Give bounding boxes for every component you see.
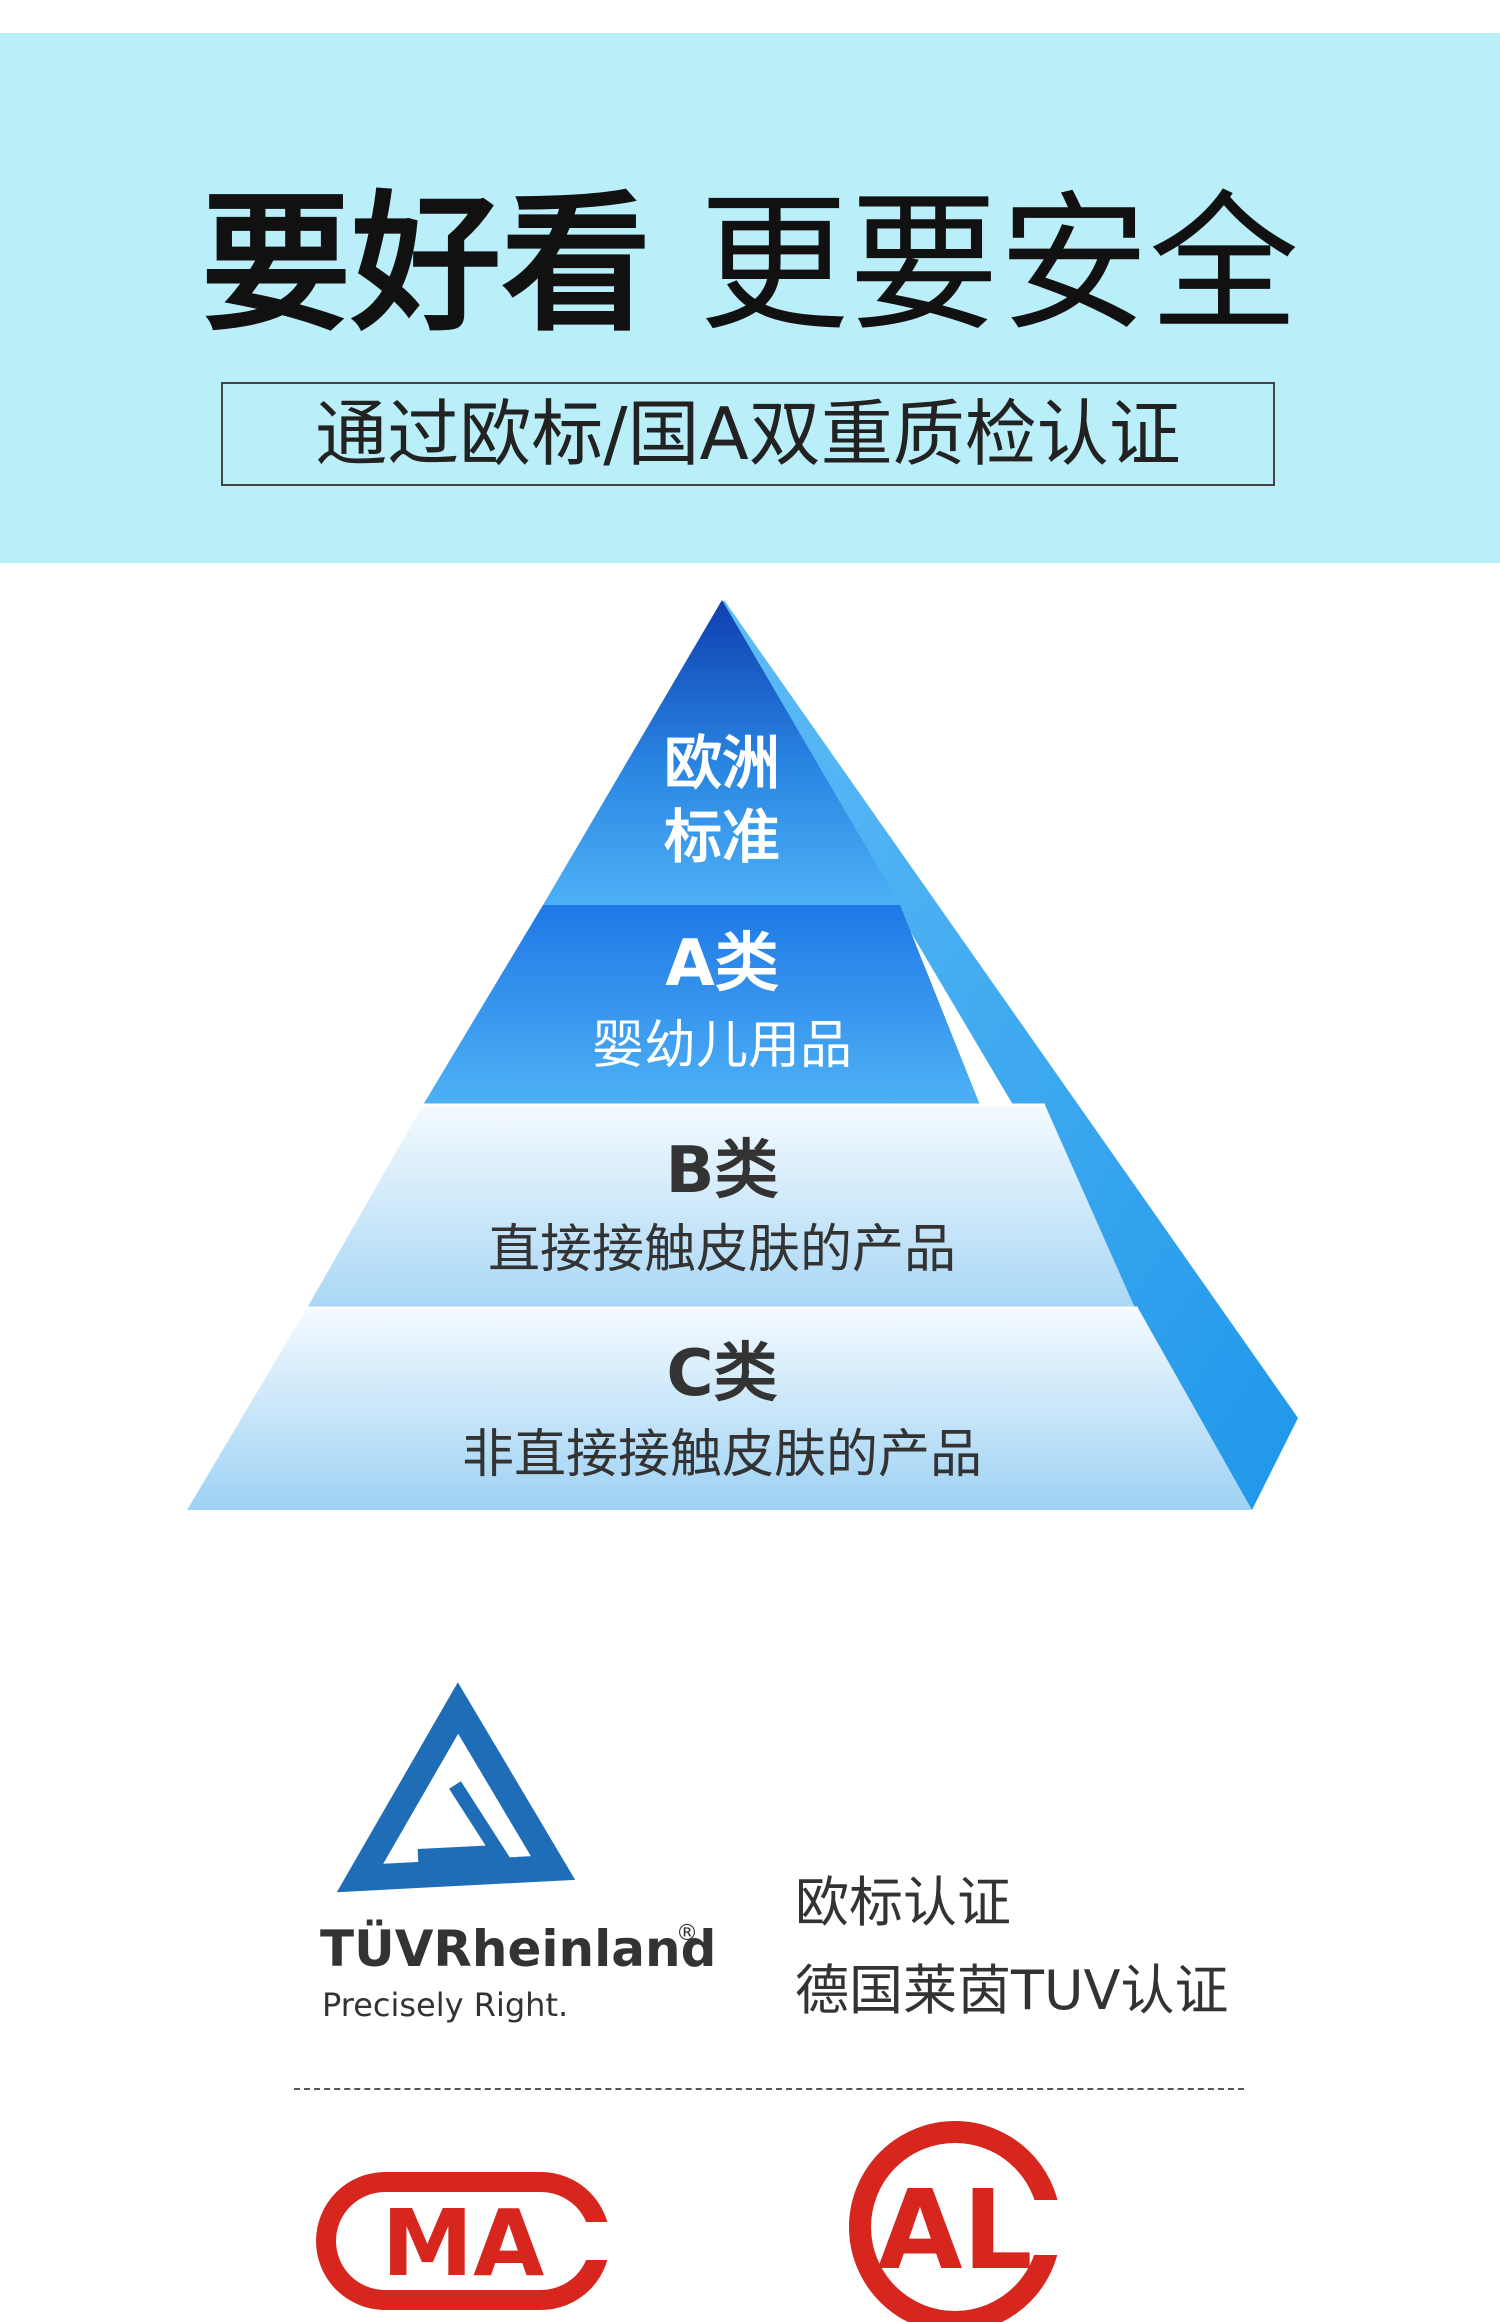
tier-b-title: B类 [666, 1134, 779, 1208]
cert-line-tuv: 德国莱茵TUV认证 [795, 1959, 1229, 2022]
dashed-divider [294, 2088, 1244, 2090]
tier-top-line1: 欧洲 [664, 729, 780, 797]
subtitle-box: 通过欧标/国A双重质检认证 [221, 382, 1275, 486]
header-band [0, 33, 1500, 563]
tier-a-title: A类 [665, 927, 779, 1001]
headline-light: 更要安全 [698, 178, 1299, 352]
cert-line-eu: 欧标认证 [795, 1871, 1011, 1934]
tier-a [423, 905, 980, 1105]
tier-b-desc: 直接接触皮肤的产品 [488, 1220, 956, 1280]
tier-top [543, 600, 900, 905]
pyramid-side-face [720, 600, 1298, 1510]
tier-c-title: C类 [667, 1337, 778, 1411]
tier-c [187, 1308, 1252, 1510]
tier-c-desc: 非直接接触皮肤的产品 [462, 1425, 982, 1485]
tier-b [307, 1105, 1135, 1308]
headline: 要好看 更要安全 [0, 180, 1500, 350]
tier-top-line2: 标准 [664, 803, 780, 871]
tier-a-desc: 婴幼儿用品 [592, 1016, 852, 1076]
headline-bold: 要好看 [201, 178, 652, 352]
